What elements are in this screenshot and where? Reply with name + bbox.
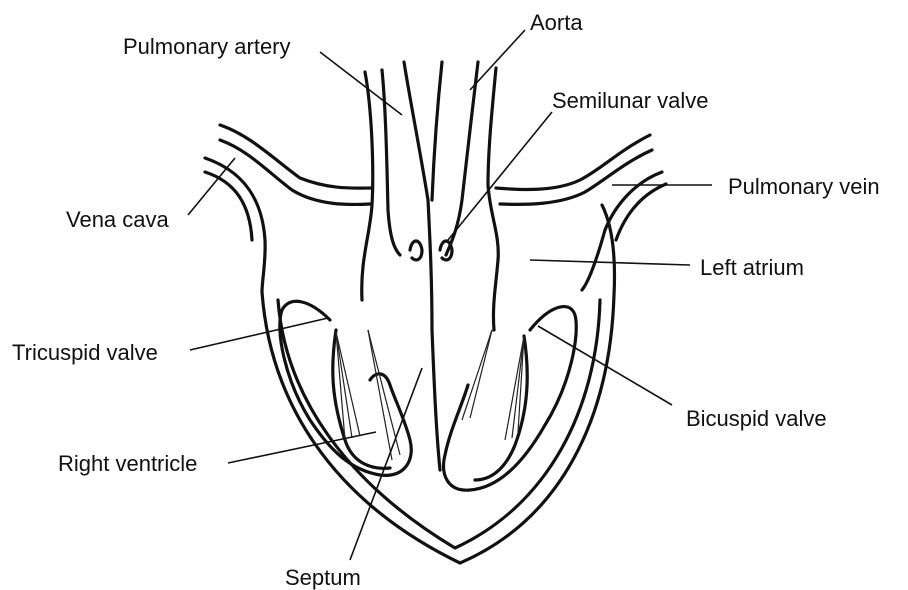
leader-left-atrium bbox=[530, 260, 690, 265]
label-semilunar-valve: Semilunar valve bbox=[552, 90, 709, 112]
vena-cava-upper bbox=[220, 125, 372, 188]
septum-wall bbox=[432, 330, 440, 470]
pulmonary-artery-left bbox=[362, 72, 373, 300]
label-left-atrium: Left atrium bbox=[700, 257, 804, 279]
label-aorta: Aorta bbox=[530, 12, 583, 34]
chordae-left bbox=[462, 330, 524, 440]
vena-cava-outer bbox=[205, 158, 265, 292]
label-pulmonary-artery: Pulmonary artery bbox=[123, 36, 291, 58]
label-bicuspid-valve: Bicuspid valve bbox=[686, 408, 827, 430]
aorta-right-outer bbox=[488, 68, 498, 330]
pulmonary-artery-left-inner bbox=[382, 70, 400, 255]
vena-cava-upper-inner bbox=[220, 140, 370, 204]
label-septum: Septum bbox=[285, 567, 361, 589]
heart-outer-wall bbox=[262, 205, 615, 563]
leader-aorta bbox=[470, 30, 525, 90]
label-tricuspid-valve: Tricuspid valve bbox=[12, 342, 158, 364]
aorta-left bbox=[432, 62, 442, 200]
leader-septum bbox=[350, 368, 422, 560]
aorta-right bbox=[446, 62, 478, 255]
semilunar-valve-left bbox=[410, 241, 422, 260]
pulmonary-vein-lower bbox=[582, 172, 662, 290]
heart-inner-wall bbox=[278, 300, 600, 548]
leader-pulmonary-artery bbox=[320, 52, 402, 115]
pulmonary-vein-lower-inner bbox=[616, 184, 666, 240]
pulmonary-artery-mid bbox=[404, 62, 432, 330]
leader-vena-cava bbox=[188, 158, 235, 215]
leader-right-ventricle bbox=[228, 432, 376, 463]
semilunar-valve-right bbox=[440, 241, 452, 260]
label-vena-cava: Vena cava bbox=[66, 209, 169, 231]
label-right-ventricle: Right ventricle bbox=[58, 453, 197, 475]
leader-tricuspid-valve bbox=[190, 318, 328, 350]
pulmonary-vein-upper-inner bbox=[500, 150, 652, 204]
left-ventricle-wall bbox=[444, 307, 577, 491]
leader-bicuspid-valve bbox=[538, 326, 672, 405]
label-pulmonary-vein: Pulmonary vein bbox=[728, 176, 880, 198]
